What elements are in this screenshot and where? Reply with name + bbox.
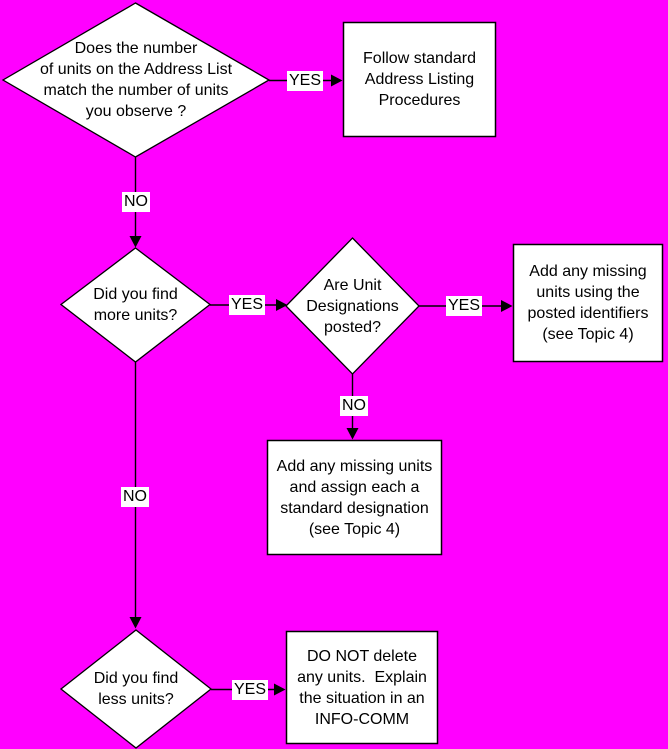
edge-label-more-no: NO [121,487,149,507]
edge-label-posted-yes: YES [446,296,483,316]
arrowhead-match-yes [331,74,343,87]
decision-more-shape [59,247,212,363]
decision-more-text: Did you find more units? [93,285,178,324]
arrowhead-less-yes [274,683,286,696]
decision-match-text: Does the number of units on the Address … [39,40,233,120]
decision-less-text: Did you find less units? [93,670,179,708]
process-no-delete-shape [285,630,439,745]
edge-label-more-yes: YES [229,295,266,315]
process-add-assign-shape [266,439,443,556]
arrowhead-more-yes [276,299,288,311]
decision-less-shape [59,629,213,749]
decision-posted-text: Are Unit Designations posted? [306,276,399,336]
process-follow-text: Follow standard Address Listing Procedur… [363,50,476,109]
process-add-posted-text: Add any missing units using the posted i… [527,263,649,343]
edge-label-posted-no: NO [340,396,368,416]
decision-match-shape [1,2,271,158]
arrowhead-posted-no [346,428,359,440]
edge-label-match-no: NO [122,192,150,212]
arrowhead-match-no [129,236,142,248]
process-add-assign-text: Add any missing units and assign each a … [276,457,433,538]
process-follow-shape [342,21,497,138]
process-no-delete-text: DO NOT delete any units. Explain the sit… [297,647,427,728]
arrowhead-more-no [129,617,142,629]
arrowhead-posted-yes [501,300,513,312]
edge-label-less-yes: YES [232,680,269,700]
process-add-posted-shape [512,243,664,363]
edge-label-match-yes: YES [287,71,324,91]
decision-posted-shape [285,237,420,375]
